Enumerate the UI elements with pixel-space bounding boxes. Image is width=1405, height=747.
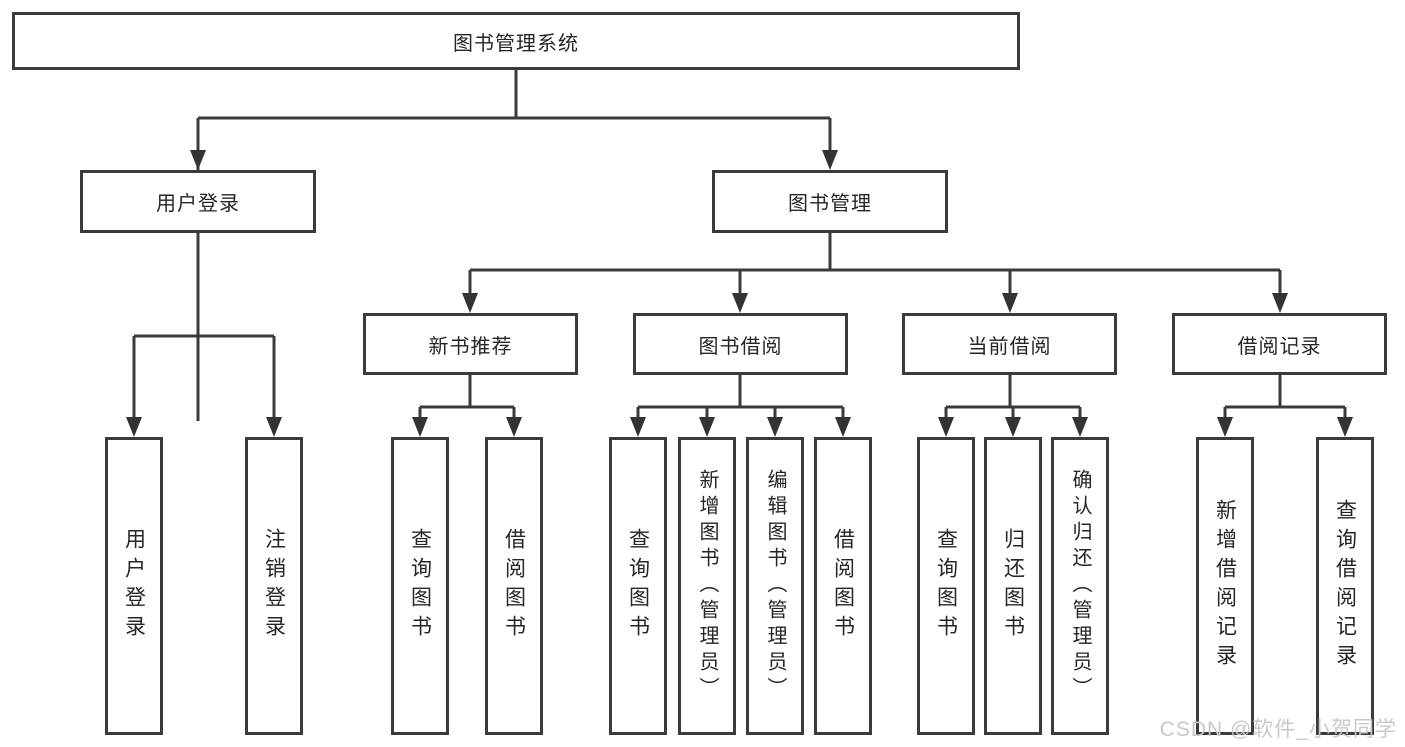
- node-user-login: 用户登录: [80, 170, 316, 233]
- node-label: 用户登录: [156, 193, 240, 215]
- leaf-label: 新增图书（管理员）: [696, 469, 718, 703]
- leaf-logout-login: 注销登录: [245, 437, 303, 735]
- leaf-user-login: 用户登录: [105, 437, 163, 735]
- connector-user-login-to-leaves: [126, 233, 282, 437]
- leaf-current-return-books: 归还图书: [984, 437, 1042, 735]
- leaf-label: 查询图书: [626, 528, 650, 644]
- leaf-label: 查询图书: [408, 528, 432, 644]
- node-book-borrow: 图书借阅: [633, 313, 848, 375]
- connector-book-management-to-level3: [462, 233, 1288, 313]
- node-new-book-recommend: 新书推荐: [363, 313, 578, 375]
- leaf-label: 用户登录: [122, 528, 146, 644]
- node-book-management: 图书管理: [712, 170, 948, 233]
- leaf-label: 查询图书: [934, 528, 958, 644]
- leaf-records-add-borrow-record: 新增借阅记录: [1196, 437, 1254, 735]
- leaf-borrow-edit-books-admin: 编辑图书（管理员）: [746, 437, 804, 735]
- leaf-label: 借阅图书: [831, 528, 855, 644]
- leaf-borrow-add-books-admin: 新增图书（管理员）: [678, 437, 736, 735]
- leaf-recommend-query-books: 查询图书: [391, 437, 449, 735]
- leaf-borrow-query-books: 查询图书: [609, 437, 667, 735]
- leaf-label: 归还图书: [1001, 528, 1025, 644]
- node-label: 图书管理系统: [453, 32, 579, 55]
- leaf-label: 确认归还（管理员）: [1069, 469, 1091, 703]
- node-label: 借阅记录: [1237, 335, 1322, 358]
- leaf-current-confirm-return-admin: 确认归还（管理员）: [1051, 437, 1109, 735]
- leaf-label: 查询借阅记录: [1333, 499, 1357, 673]
- node-borrow-records: 借阅记录: [1172, 313, 1387, 375]
- node-library-management-system: 图书管理系统: [12, 12, 1020, 70]
- leaf-label: 编辑图书（管理员）: [764, 469, 786, 703]
- connector-root-to-level2: [190, 70, 838, 421]
- node-label: 图书借阅: [698, 335, 783, 358]
- leaf-current-query-books: 查询图书: [917, 437, 975, 735]
- connector-records-to-leaves: [1217, 375, 1353, 437]
- leaf-records-query-borrow-record: 查询借阅记录: [1316, 437, 1374, 735]
- leaf-label: 注销登录: [262, 528, 286, 644]
- node-label: 图书管理: [788, 193, 872, 215]
- leaf-label: 新增借阅记录: [1213, 499, 1237, 673]
- connector-recommend-to-leaves: [412, 375, 522, 437]
- connector-borrow-to-leaves: [630, 375, 851, 437]
- leaf-borrow-borrow-books: 借阅图书: [814, 437, 872, 735]
- leaf-recommend-borrow-books: 借阅图书: [485, 437, 543, 735]
- node-label: 当前借阅: [967, 335, 1052, 358]
- node-current-borrow: 当前借阅: [902, 313, 1117, 375]
- connector-current-to-leaves: [938, 375, 1088, 437]
- node-label: 新书推荐: [428, 335, 513, 358]
- leaf-label: 借阅图书: [502, 528, 526, 644]
